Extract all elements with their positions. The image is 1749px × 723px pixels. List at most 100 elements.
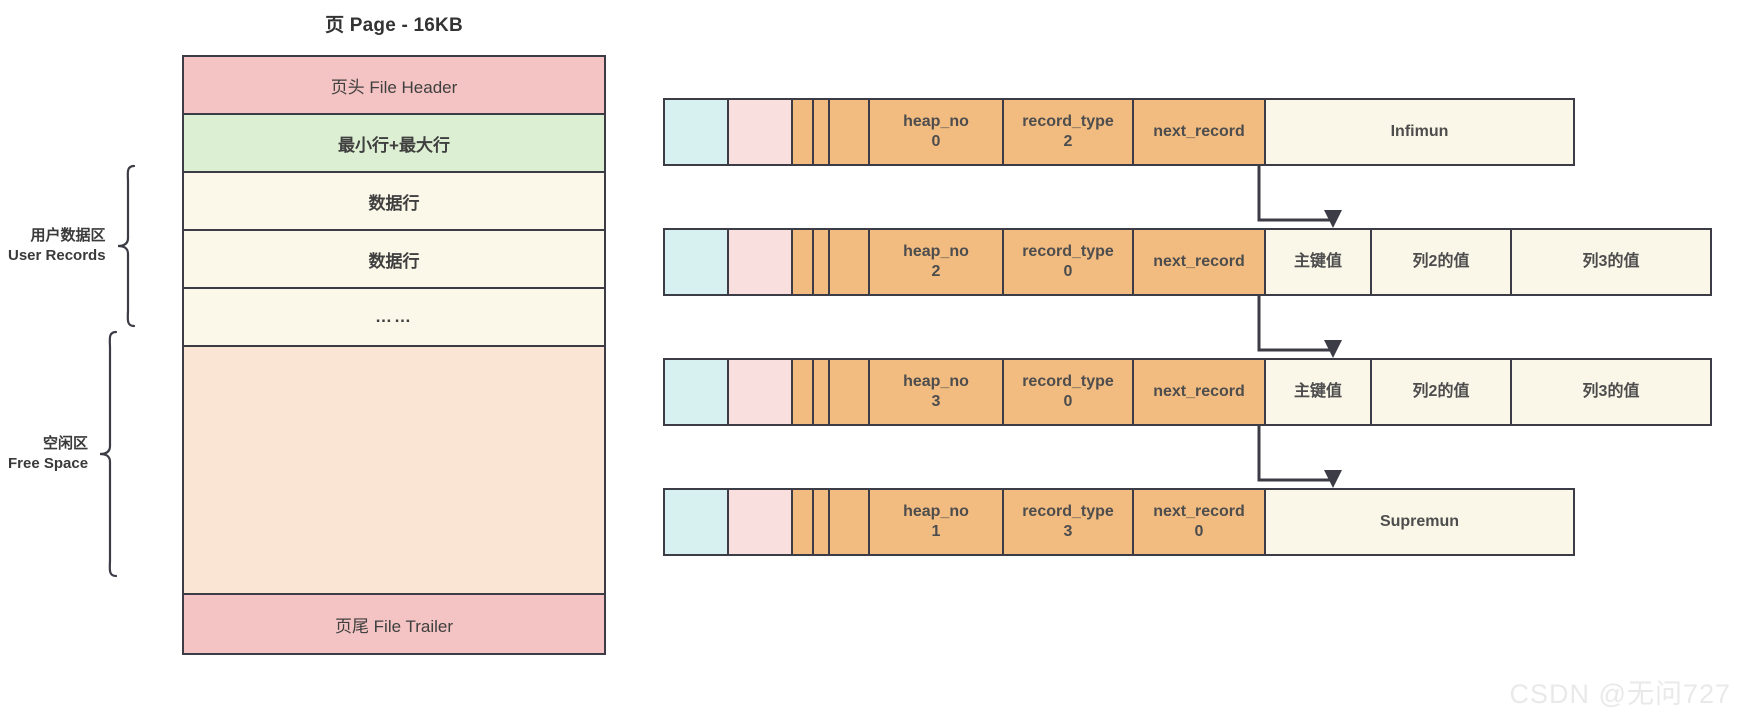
heap-no-label: heap_no (903, 503, 969, 520)
heap-no-value: 0 (931, 133, 941, 150)
row-data-label: Infimun (1390, 123, 1449, 140)
free-space-label: 空闲区 Free Space (8, 434, 96, 475)
heap-no-label: heap_no (903, 113, 969, 130)
record-type-value: 0 (1063, 263, 1073, 280)
n-owned-field (830, 100, 870, 164)
user-records-label: 用户数据区 User Records (8, 226, 114, 267)
next-record-value: 0 (1194, 523, 1204, 540)
watermark: CSDN @无问727 (1509, 679, 1731, 709)
primary-key-column: 主键值 (1266, 360, 1372, 424)
min-rec-flag-field (814, 100, 830, 164)
record-type-label: record_type (1022, 503, 1114, 520)
row-data-field: Infimun (1266, 100, 1573, 164)
column3-label: 列3的值 (1582, 383, 1640, 400)
page-section-ellipsis: …… (184, 289, 604, 347)
page-section-data-row-2: 数据行 (184, 231, 604, 289)
page-section-label: 最小行+最大行 (338, 135, 450, 155)
page-title: 页 Page - 16KB (325, 15, 463, 36)
arrow-head-3 (1324, 470, 1342, 488)
next-record-label: next_record (1153, 123, 1245, 140)
column2-label: 列2的值 (1412, 383, 1470, 400)
page-section-label: …… (375, 307, 413, 326)
delete-mask-field (793, 100, 814, 164)
min-rec-flag-field (814, 230, 830, 294)
null-flag-field (729, 490, 793, 554)
page-section-free-space (184, 347, 604, 595)
page-section-data-row-1: 数据行 (184, 173, 604, 231)
heap-no-label: heap_no (903, 373, 969, 390)
pointer-arrow-1 (1257, 166, 1335, 222)
record-type-value: 0 (1063, 393, 1073, 410)
null-flag-field (729, 360, 793, 424)
heap-no-value: 1 (931, 523, 941, 540)
column2-value: 列2的值 (1372, 360, 1512, 424)
next-record-label: next_record (1153, 503, 1245, 520)
record-type-field: record_type 2 (1004, 100, 1134, 164)
null-flag-field (729, 100, 793, 164)
arrow-head-2 (1324, 340, 1342, 358)
page-section-file-header: 页头 File Header (184, 57, 604, 115)
heap-no-field: heap_no 2 (870, 230, 1004, 294)
n-owned-field (830, 490, 870, 554)
primary-key-label: 主键值 (1293, 253, 1342, 270)
variable-length-field (665, 230, 729, 294)
delete-mask-field (793, 360, 814, 424)
next-record-field: next_record (1134, 230, 1266, 294)
delete-mask-field (793, 230, 814, 294)
record-row-user-2: heap_no 3 record_type 0 next_record 主键值 … (663, 358, 1712, 426)
primary-key-column: 主键值 (1266, 230, 1372, 294)
record-type-field: record_type 0 (1004, 360, 1134, 424)
record-type-field: record_type 3 (1004, 490, 1134, 554)
curly-brace-icon (117, 164, 135, 328)
n-owned-field (830, 230, 870, 294)
min-rec-flag-field (814, 360, 830, 424)
curly-brace-icon (100, 330, 118, 578)
column3-label: 列3的值 (1582, 253, 1640, 270)
next-record-field: next_record (1134, 100, 1266, 164)
heap-no-field: heap_no 1 (870, 490, 1004, 554)
n-owned-field (830, 360, 870, 424)
column3-value: 列3的值 (1512, 360, 1710, 424)
user-records-label-cn: 用户数据区 (30, 226, 106, 244)
row-data-field: Supremun (1266, 490, 1573, 554)
variable-length-field (665, 100, 729, 164)
record-type-label: record_type (1022, 243, 1114, 260)
variable-length-field (665, 360, 729, 424)
record-type-label: record_type (1022, 373, 1114, 390)
record-row-user-1: heap_no 2 record_type 0 next_record 主键值 … (663, 228, 1712, 296)
page-section-min-max-rows: 最小行+最大行 (184, 115, 604, 173)
next-record-label: next_record (1153, 253, 1245, 270)
free-space-label-en: Free Space (8, 455, 89, 472)
free-space-annotation: 空闲区 Free Space (8, 330, 118, 578)
user-records-annotation: 用户数据区 User Records (8, 164, 136, 328)
pointer-arrow-2 (1257, 296, 1335, 352)
record-type-label: record_type (1022, 113, 1114, 130)
next-record-label: next_record (1153, 383, 1245, 400)
record-row-supremum: heap_no 1 record_type 3 next_record 0 Su… (663, 488, 1575, 556)
delete-mask-field (793, 490, 814, 554)
page-section-file-trailer: 页尾 File Trailer (184, 595, 604, 653)
variable-length-field (665, 490, 729, 554)
user-records-label-en: User Records (8, 247, 106, 264)
heap-no-field: heap_no 0 (870, 100, 1004, 164)
next-record-field: next_record 0 (1134, 490, 1266, 554)
record-type-value: 2 (1063, 133, 1073, 150)
heap-no-field: heap_no 3 (870, 360, 1004, 424)
page-section-label: 数据行 (368, 251, 420, 271)
column2-value: 列2的值 (1372, 230, 1512, 294)
null-flag-field (729, 230, 793, 294)
page-section-label: 数据行 (368, 193, 420, 213)
record-row-infimum: heap_no 0 record_type 2 next_record Infi… (663, 98, 1575, 166)
row-data-label: Supremun (1379, 513, 1460, 530)
min-rec-flag-field (814, 490, 830, 554)
primary-key-label: 主键值 (1293, 383, 1342, 400)
pointer-arrow-3 (1257, 426, 1335, 482)
heap-no-value: 2 (931, 263, 941, 280)
next-record-field: next_record (1134, 360, 1266, 424)
record-type-value: 3 (1063, 523, 1073, 540)
page-section-label: 页头 File Header (330, 77, 458, 97)
page-structure-diagram: 页 Page - 16KB 页头 File Header 最小行+最大行 数据行… (182, 10, 606, 655)
page-section-label: 页尾 File Trailer (334, 616, 454, 636)
arrow-head-1 (1324, 210, 1342, 228)
column2-label: 列2的值 (1412, 253, 1470, 270)
